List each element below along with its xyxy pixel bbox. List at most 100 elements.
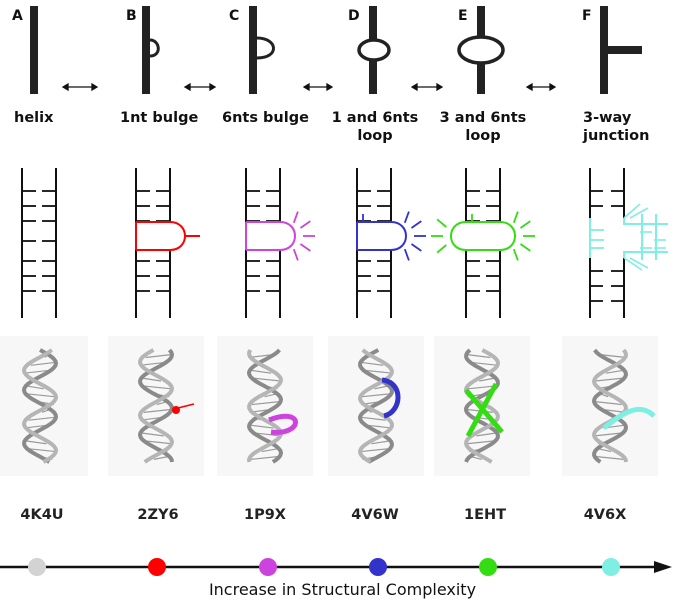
rna-3d-structure-b	[108, 336, 204, 476]
helix-base-pair	[250, 455, 280, 460]
backbone-strand	[591, 348, 629, 463]
complexity-marker-b	[148, 558, 166, 576]
pdb-id-f: 4V6X	[583, 507, 627, 523]
panel-letter-c: C	[229, 8, 240, 24]
loop-nucleotide-tick	[292, 211, 299, 224]
helix-base-pair	[141, 385, 172, 390]
loop-right-arc	[279, 221, 296, 251]
rna-3d-structure-d	[328, 336, 424, 476]
helix-base-pair	[595, 377, 625, 382]
helix-base-pair	[593, 400, 622, 406]
ladder-a	[21, 168, 57, 318]
loop-nucleotide-tick	[519, 243, 531, 252]
loop-nucleotide-tick	[403, 248, 410, 261]
helix-base-pair	[479, 377, 496, 382]
label-3-6nts-loop: 3 and 6nts loop	[434, 109, 532, 145]
junction-tick	[629, 207, 649, 219]
complexity-marker-d	[369, 558, 387, 576]
helix-bar-a	[30, 6, 38, 94]
label-3-way-junction: 3-way junction	[583, 109, 649, 145]
bulge-6nt-shape	[256, 36, 275, 60]
junction-tick	[623, 203, 641, 219]
helix-base-pair	[466, 440, 496, 445]
pdb-id-d: 4V6W	[351, 507, 399, 523]
loop-nucleotide-tick	[403, 211, 410, 224]
label-line-1: 3 and 6nts	[439, 110, 527, 126]
helix-bar-c	[249, 6, 257, 94]
helix-base-pair	[24, 440, 47, 445]
axis-title: Increase in Structural Complexity	[208, 580, 477, 599]
double-arrow-icon	[61, 82, 557, 92]
panel-letter-b: B	[126, 8, 137, 24]
loop-nucleotide-tick	[512, 248, 519, 261]
complexity-axis	[0, 558, 672, 576]
helix-base-pair	[594, 432, 624, 437]
loop-right-arc	[499, 221, 516, 251]
tertiary-structure-images	[0, 336, 658, 476]
loop-nucleotide-tick	[512, 211, 519, 224]
rna-3d-structure-e	[434, 336, 530, 476]
loop-d-shape	[357, 38, 391, 62]
rna-3d-structure-c	[217, 336, 313, 476]
panel-letter-e: E	[458, 8, 468, 24]
loop-nucleotide-tick	[436, 218, 447, 228]
backbone-strand	[358, 348, 394, 464]
loop-nucleotide-tick	[436, 244, 447, 254]
complexity-marker-a	[28, 558, 46, 576]
complexity-marker-e	[479, 558, 497, 576]
panel-letter-a: A	[12, 8, 23, 24]
loop-highlight	[464, 382, 504, 438]
backbone-strand	[21, 348, 59, 464]
junction-highlight	[602, 406, 656, 430]
backbone-strand	[464, 348, 500, 463]
label-line-2: junction	[583, 128, 650, 144]
helix-base-pair	[143, 440, 172, 445]
helix-base-pair	[359, 416, 386, 421]
label-line-2: loop	[357, 128, 393, 144]
loop-nucleotide-tick	[519, 220, 531, 229]
helix-base-pair	[363, 369, 392, 374]
loop-right-arc	[390, 221, 407, 251]
helix-base-pair	[251, 377, 281, 382]
helix-bar-e-top	[477, 6, 485, 36]
ladder-f	[589, 168, 668, 318]
ladder-d	[356, 168, 426, 318]
pdb-id-b: 2ZY6	[137, 507, 179, 523]
helix-base-pair	[361, 447, 391, 453]
helix-base-pair	[26, 447, 56, 453]
secondary-structure-ladders	[21, 168, 668, 318]
axis-arrowhead-icon	[654, 561, 672, 573]
label-helix: helix	[14, 110, 54, 126]
helix-base-pair	[605, 369, 625, 374]
bulge-highlight	[177, 403, 195, 409]
pdb-id-a: 4K4U	[20, 507, 64, 523]
junction-arm-f	[608, 46, 642, 54]
helix-base-pair	[145, 353, 173, 359]
helix-base-pair	[371, 440, 391, 445]
backbone-strand	[357, 348, 395, 464]
ladder-c	[245, 168, 315, 318]
rna-3d-structure-f	[562, 336, 658, 476]
loop-nucleotide-tick	[299, 243, 311, 252]
loop-right-arc	[169, 221, 186, 251]
helix-bar-b	[142, 6, 150, 94]
helix-base-pair	[30, 361, 56, 366]
label-1nt-bulge: 1nt bulge	[120, 110, 199, 126]
label-line-1: 3-way	[583, 110, 632, 126]
helix-bar-d-bottom	[369, 60, 377, 94]
complexity-marker-f	[602, 558, 620, 576]
helix-base-pair	[261, 447, 279, 453]
junction-tick	[623, 257, 643, 271]
helix-base-pair	[249, 424, 274, 429]
helix-base-pair	[25, 385, 44, 390]
helix-base-pair	[362, 393, 392, 398]
helix-base-pair	[143, 408, 172, 413]
helix-base-pair	[23, 369, 52, 374]
loop-e-shape	[457, 35, 505, 65]
label-line-1: 1 and 6nts	[331, 110, 419, 126]
loop-nucleotide-tick	[299, 220, 311, 229]
bulge-1nt-shape	[149, 38, 160, 58]
pdb-id-e: 1EHT	[463, 507, 507, 523]
junction-strands	[589, 214, 668, 260]
